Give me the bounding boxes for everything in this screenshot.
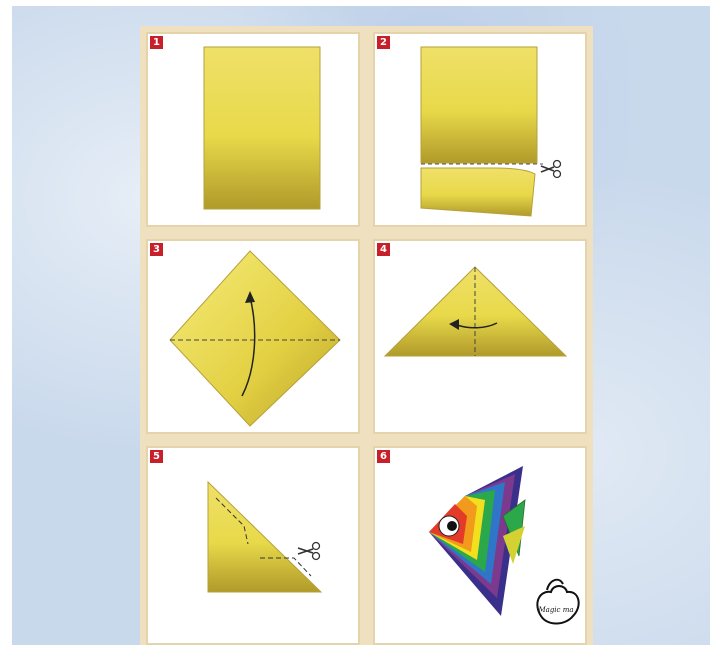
paper-sheet xyxy=(146,32,360,227)
diamond-square xyxy=(146,239,360,434)
logo-stamp: Magic ma xyxy=(537,580,578,624)
step-1-panel: 1 xyxy=(146,32,360,227)
fish-icon: Magic ma xyxy=(373,446,587,645)
step-5-panel: 5 xyxy=(146,446,360,645)
scissors-icon xyxy=(541,161,561,178)
instruction-sheet: 1 2 3 4 xyxy=(140,26,593,645)
step-3-panel: 3 xyxy=(146,239,360,434)
paper-cut xyxy=(373,32,587,227)
triangle-cut xyxy=(146,446,360,645)
triangle-fold xyxy=(373,239,587,434)
step-2-panel: 2 xyxy=(373,32,587,227)
step-6-panel: 6 Magic ma xyxy=(373,446,587,645)
svg-text:Magic ma: Magic ma xyxy=(537,606,573,614)
scissors-icon xyxy=(298,543,320,560)
step-4-panel: 4 xyxy=(373,239,587,434)
